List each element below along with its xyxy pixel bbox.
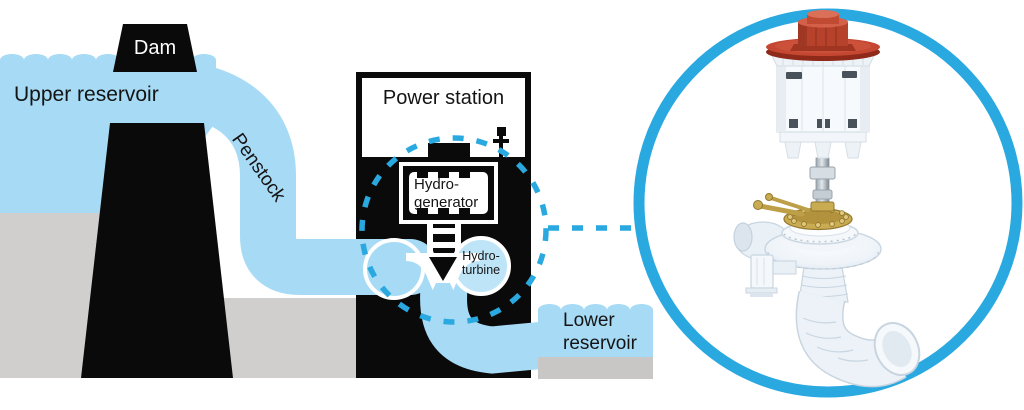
dam-label: Dam — [133, 37, 177, 59]
draft-tube-elbow-3d — [795, 290, 921, 388]
lower-reservoir-water — [538, 304, 653, 357]
exciter-cap-3d — [766, 10, 880, 61]
hydro-turbine-label-line2: turbine — [461, 263, 501, 277]
turbine-generator-3d-illustration — [733, 10, 921, 388]
hydro-generator-label: Hydro- generator — [414, 176, 478, 212]
main-shaft-3d — [809, 157, 836, 212]
upper-reservoir-label: Upper reservoir — [14, 83, 159, 106]
turbine-shaft — [427, 222, 461, 260]
generator-body-3d — [770, 53, 876, 133]
lower-reservoir-label-line1: Lower — [563, 310, 615, 331]
dam-body — [81, 123, 233, 378]
generator-housing-top — [428, 143, 470, 159]
lower-reservoir-label: Lower reservoir — [563, 309, 637, 355]
rooftop-antenna-icon — [493, 127, 509, 158]
hydro-turbine-label: Hydro- turbine — [453, 249, 509, 277]
penstock-pipe — [122, 59, 438, 295]
hydro-generator-label-line2: generator — [414, 194, 479, 211]
turbine-outflow-water — [423, 283, 463, 311]
turbine-runner-cone — [429, 257, 457, 281]
dam-cap — [113, 24, 197, 72]
lower-reservoir-bed — [538, 357, 653, 379]
hydro-generator-unit — [399, 162, 498, 224]
detail-callout-dashed-circle — [359, 135, 549, 325]
generator-bracket-3d — [779, 129, 867, 159]
hydro-turbine-label-line1: Hydro- — [462, 249, 500, 263]
servomotor-3d — [745, 254, 797, 297]
hydro-generator-label-line1: Hydro- — [414, 176, 460, 193]
power-station-label: Power station — [382, 87, 505, 109]
lower-reservoir-label-line2: reservoir — [563, 333, 637, 354]
